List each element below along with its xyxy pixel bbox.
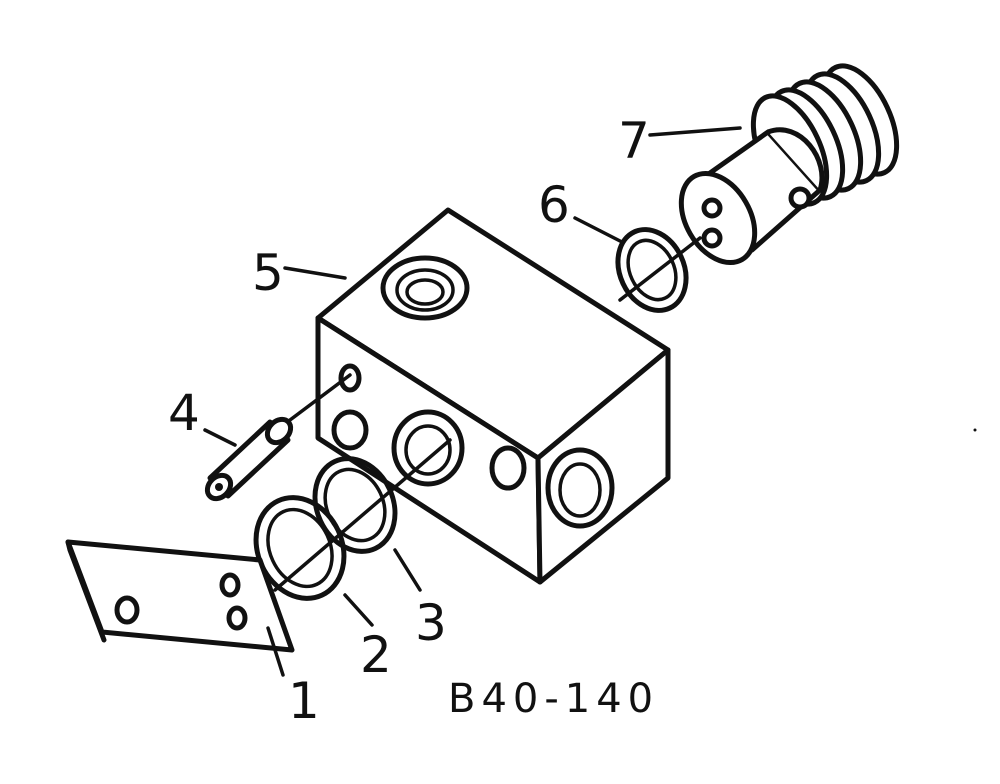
- stray-dot: [973, 428, 977, 432]
- part-7-valve-cartridge: [678, 63, 900, 266]
- figure-code: B40-140: [448, 676, 659, 722]
- part-4-pin: [204, 416, 294, 502]
- leader-lines: [203, 126, 742, 677]
- part-5-valve-body: [315, 207, 671, 585]
- callout-6-label: 6: [538, 176, 570, 234]
- alignment-lines: [273, 236, 702, 592]
- callout-7-label: 7: [618, 112, 650, 170]
- callout-2-label: 2: [360, 626, 392, 684]
- part-1-cover-plate: [65, 539, 295, 653]
- callout-3-label: 3: [415, 594, 447, 652]
- part-6-o-ring: [615, 227, 689, 313]
- callout-4-label: 4: [168, 384, 200, 442]
- callout-1-label: 1: [288, 672, 320, 730]
- callout-5-label: 5: [252, 244, 284, 302]
